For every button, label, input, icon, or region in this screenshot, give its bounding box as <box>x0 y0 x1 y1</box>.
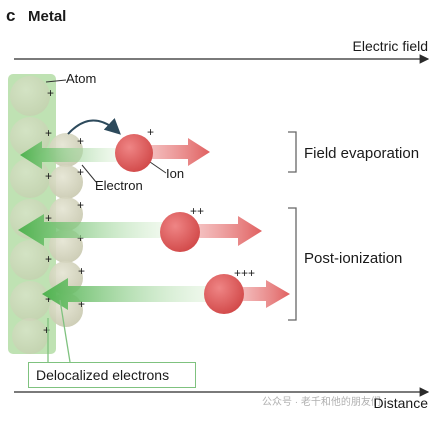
electron-label: Electron <box>95 178 143 193</box>
atom-charge: + <box>47 86 54 100</box>
delocalized-electrons-label: Delocalized electrons <box>36 367 170 383</box>
surface-atom <box>10 240 50 280</box>
electric-field-label: Electric field <box>352 38 428 54</box>
panel-title: Metal <box>28 8 67 25</box>
atom-charge: + <box>43 323 50 337</box>
electron-arrow-1 <box>20 141 118 169</box>
atom-charge: + <box>45 126 52 140</box>
ion-leader-line <box>149 161 167 174</box>
field-evaporation-label: Field evaporation <box>304 145 420 162</box>
ion-arrow-2 <box>178 216 262 246</box>
electron-leader-line <box>81 164 97 183</box>
atom-leader-line <box>45 79 67 83</box>
ion-double-charge <box>160 212 200 252</box>
ion-charge-triple: +++ <box>234 266 255 280</box>
post-ionization-label: Post-ionization <box>304 250 403 267</box>
delocalized-electrons-box <box>28 362 196 388</box>
post-ionization-bracket <box>288 207 297 321</box>
atom-charge: + <box>45 169 52 183</box>
surface-atom <box>10 76 50 116</box>
atom-label: Atom <box>66 71 97 86</box>
ion-single-charge <box>115 134 153 172</box>
surface-atom <box>49 165 83 199</box>
deloc-leader-line-2 <box>59 299 71 363</box>
panel-letter: c <box>6 6 16 25</box>
watermark-text: 公众号 · 老千和他的朋友们 <box>262 397 381 408</box>
surface-atom <box>10 281 50 321</box>
ion-charge-single: + <box>147 125 154 139</box>
atom-charge: + <box>45 252 52 266</box>
evaporation-curve-arrow <box>67 117 121 135</box>
ion-charge-double: ++ <box>190 204 204 218</box>
electron-arrow-2 <box>18 214 168 246</box>
atom-charge: + <box>78 264 85 278</box>
atom-charge: + <box>77 134 84 148</box>
atom-charge: + <box>45 292 52 306</box>
atom-charge: + <box>77 198 84 212</box>
surface-atom <box>10 158 50 198</box>
surface-atom <box>12 318 48 354</box>
atom-charge: + <box>78 297 85 311</box>
distance-label: Distance <box>373 395 428 411</box>
atom-charge: + <box>45 211 52 225</box>
atom-charge: + <box>77 165 84 179</box>
ion-label: Ion <box>166 166 185 181</box>
field-evaporation-bracket <box>288 131 297 173</box>
electron-arrow-3 <box>42 278 214 310</box>
ion-triple-charge <box>204 274 244 314</box>
